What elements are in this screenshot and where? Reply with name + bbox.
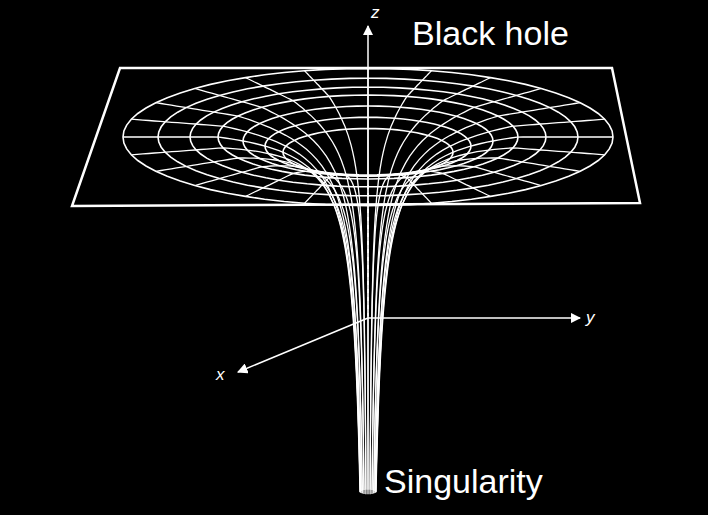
- callout-label: Singularity: [384, 464, 543, 498]
- z-axis-hidden: [367, 185, 369, 316]
- title-label: Black hole: [412, 16, 569, 50]
- z-axis: [367, 26, 369, 180]
- axis-label: z: [371, 4, 380, 21]
- axis-label: x: [216, 366, 225, 383]
- x-axis: [238, 318, 368, 372]
- axis-label: y: [586, 309, 595, 326]
- y-axis: [368, 317, 580, 319]
